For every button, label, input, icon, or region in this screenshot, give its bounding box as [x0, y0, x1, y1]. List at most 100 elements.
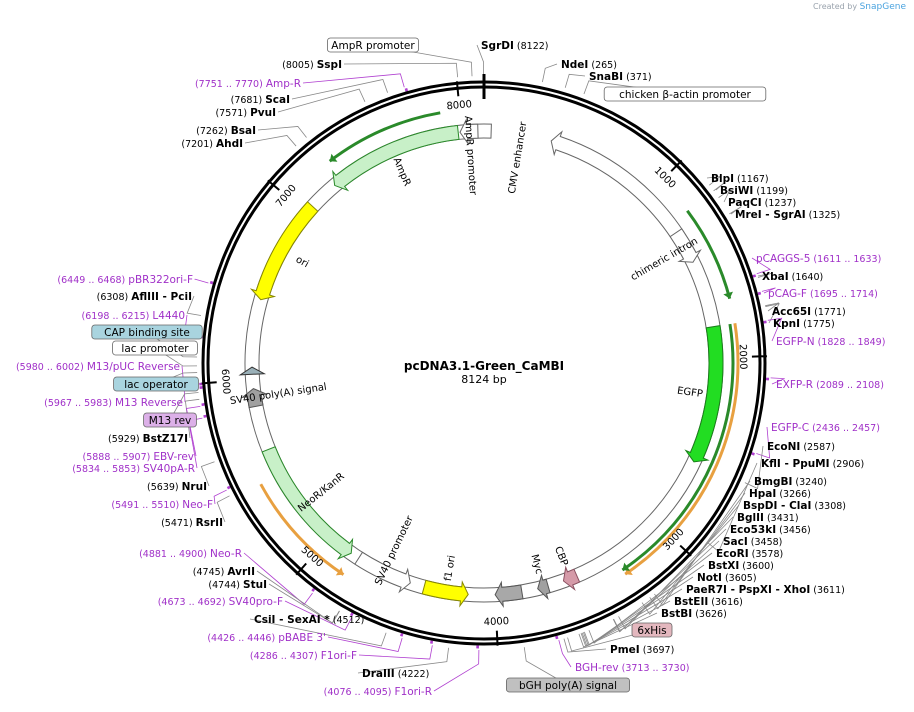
leader-line-xbai-17: [757, 272, 772, 278]
feature-box-m13-rev-30: [143, 412, 197, 428]
enzyme-label-draiii-62: DraIII (4222): [362, 668, 429, 680]
enzyme-name: SnaBI: [589, 71, 623, 83]
primer-label-f1ori-f-60: (4286 .. 4307) F1ori-F: [250, 650, 357, 662]
leader-line-pbr322ori-f-16: [194, 278, 209, 284]
feature-label-sv40-poly-a-signal: SV40 poly(A) signal: [229, 382, 327, 407]
feature-label-egfp: EGFP: [676, 386, 703, 401]
enzyme-position: (6308): [97, 292, 132, 303]
enzyme-label-ndei-3: NdeI (265): [561, 59, 617, 71]
primer-name: EGFP-N: [776, 336, 815, 348]
enzyme-position: (3456): [776, 525, 811, 536]
primer-label-pbabe-3-58: (4426 .. 4446) pBABE 3': [207, 632, 326, 644]
enzyme-label-paqci-13: PaqCI (1237): [728, 197, 796, 209]
feature-neor-kanr: [261, 446, 354, 560]
feature-box-6xhis-57: [631, 622, 673, 638]
feature-ampr-promoter: [459, 117, 479, 146]
leader-line-sv40pro-f-54: [284, 600, 352, 631]
primer-name: Neo-R: [210, 548, 242, 560]
primer-range: (4673 .. 4692): [158, 597, 229, 608]
tick-label-4000: 4000: [483, 616, 509, 628]
enzyme-name: BlpI: [711, 173, 734, 185]
primer-label-neo-r-46: (4881 .. 4900) Neo-R: [139, 548, 242, 560]
leader-line-cap-binding-site-23: [146, 331, 198, 358]
primer-range: (4286 .. 4307): [250, 651, 321, 662]
leader-line-saci-45: [612, 540, 720, 633]
feature-box-label-bgh-poly-a-signal-63: bGH poly(A) signal: [519, 680, 617, 692]
enzyme-extra: - PspXI - XhoI: [727, 584, 810, 596]
primer-name: pCAGGS-5: [756, 253, 810, 265]
leader-line-sgrdi-1: [476, 44, 484, 77]
enzyme-label-acc65i-20: Acc65I (1771): [772, 306, 846, 318]
enzyme-position: (4222): [395, 669, 430, 680]
enzyme-name: BstZ17I: [143, 433, 188, 445]
enzyme-extra: - SgrAI: [762, 209, 806, 221]
primer-name: EXFP-R: [776, 379, 813, 391]
feature-label-cbp: CBP: [552, 545, 570, 568]
enzyme-name: NotI: [697, 572, 722, 584]
enzyme-position: (1167): [734, 174, 769, 185]
enzyme-label-csii-56: CsiI - SexAI * (4512): [254, 614, 364, 626]
primer-range: (5980 .. 6002): [16, 362, 87, 373]
enzyme-label-rsrii-43: (5471) RsrII: [161, 517, 223, 529]
enzyme-extra: - SexAI *: [275, 614, 330, 626]
enzyme-label-stui-51: (4744) StuI: [208, 579, 267, 591]
primer-mark-pcag-f-18: [757, 291, 762, 296]
outer-arrow-ampr-green: [328, 111, 441, 163]
primer-name: Neo-F: [182, 499, 213, 511]
enzyme-name: AvrII: [227, 566, 255, 578]
enzyme-position: (4745): [193, 567, 228, 578]
primer-range: (5967 .. 5983): [44, 398, 115, 409]
primer-range: (3713 .. 3730): [619, 663, 690, 674]
enzyme-label-snabi-5: SnaBI (371): [589, 71, 652, 83]
primer-label-m13-reverse-29: (5967 .. 5983) M13 Reverse: [44, 397, 183, 409]
primer-label-sv40pa-r-36: (5834 .. 5853) SV40pA-R: [72, 463, 195, 475]
primer-name: SV40pro-F: [229, 596, 283, 608]
plasmid-size: 8124 bp: [461, 373, 506, 386]
feature-box-label-m13-rev-30: M13 rev: [149, 415, 192, 427]
leader-line-neo-r-46: [243, 552, 313, 605]
enzyme-extra: - PpuMI: [781, 458, 830, 470]
backbone-ring: [201, 74, 767, 646]
tick-label-7000: 7000: [274, 183, 299, 210]
feature-ori: [249, 201, 319, 301]
primer-range: (6198 .. 6215): [82, 311, 153, 322]
enzyme-label-ecori-47: EcoRI (3578): [716, 548, 783, 560]
outer-arrow-neor-orange: [259, 483, 345, 576]
enzyme-name: Acc65I: [772, 306, 811, 318]
enzyme-name: MreI: [735, 209, 762, 221]
primer-mark-egfp-c-31: [751, 452, 755, 456]
enzyme-name: PaqCI: [728, 197, 762, 209]
feature-box-label-cap-binding-site-23: CAP binding site: [104, 327, 190, 339]
tick-label-2000: 2000: [737, 344, 749, 370]
leader-line-paqci-13: [718, 188, 732, 203]
feature-ampr: [332, 124, 460, 192]
leader-line-ebv-rev-34: [185, 405, 201, 457]
enzyme-extra: - ClaI: [777, 500, 811, 512]
leader-line-m13-rev-30: [169, 392, 199, 421]
enzyme-name: SspI: [317, 59, 342, 71]
tick-label-6000: 6000: [219, 369, 232, 395]
leader-line-pcag-f-18: [761, 287, 776, 294]
primer-label-pbr322ori-f-16: (6449 .. 6468) pBR322ori-F: [57, 274, 193, 286]
leader-line-ecori-47: [588, 552, 713, 644]
enzyme-position: (3697): [640, 645, 675, 656]
primer-range: (2436 .. 2457): [809, 423, 880, 434]
enzyme-position: (3616): [708, 597, 743, 608]
outer-arrowhead-egfp-green: [622, 562, 630, 571]
enzyme-label-kfli-35: KflI - PpuMI (2906): [761, 458, 864, 470]
enzyme-name: AhdI: [216, 138, 243, 150]
primer-label-neo-f-40: (5491 .. 5510) Neo-F: [111, 499, 213, 511]
enzyme-name: KflI: [761, 458, 781, 470]
feature-box-label-chicken-actin-promoter-6: chicken β-actin promoter: [619, 89, 751, 101]
enzyme-position: (265): [588, 60, 617, 71]
enzyme-name: PaeR7I: [686, 584, 727, 596]
feature-egfp: [684, 325, 724, 463]
primer-label-bgh-rev-61: BGH-rev (3713 .. 3730): [575, 662, 689, 674]
leader-line-bgh-rev-61: [558, 639, 572, 668]
feature-label-ampr-promoter: AmpR promoter: [462, 115, 478, 196]
enzyme-position: (1199): [753, 186, 788, 197]
leader-line-draiii-62: [357, 647, 449, 674]
primer-label-ebv-rev-34: (5888 .. 5907) EBV-rev: [82, 451, 194, 463]
primer-label-pcag-f-18: pCAG-F (1695 .. 1714): [768, 288, 878, 300]
